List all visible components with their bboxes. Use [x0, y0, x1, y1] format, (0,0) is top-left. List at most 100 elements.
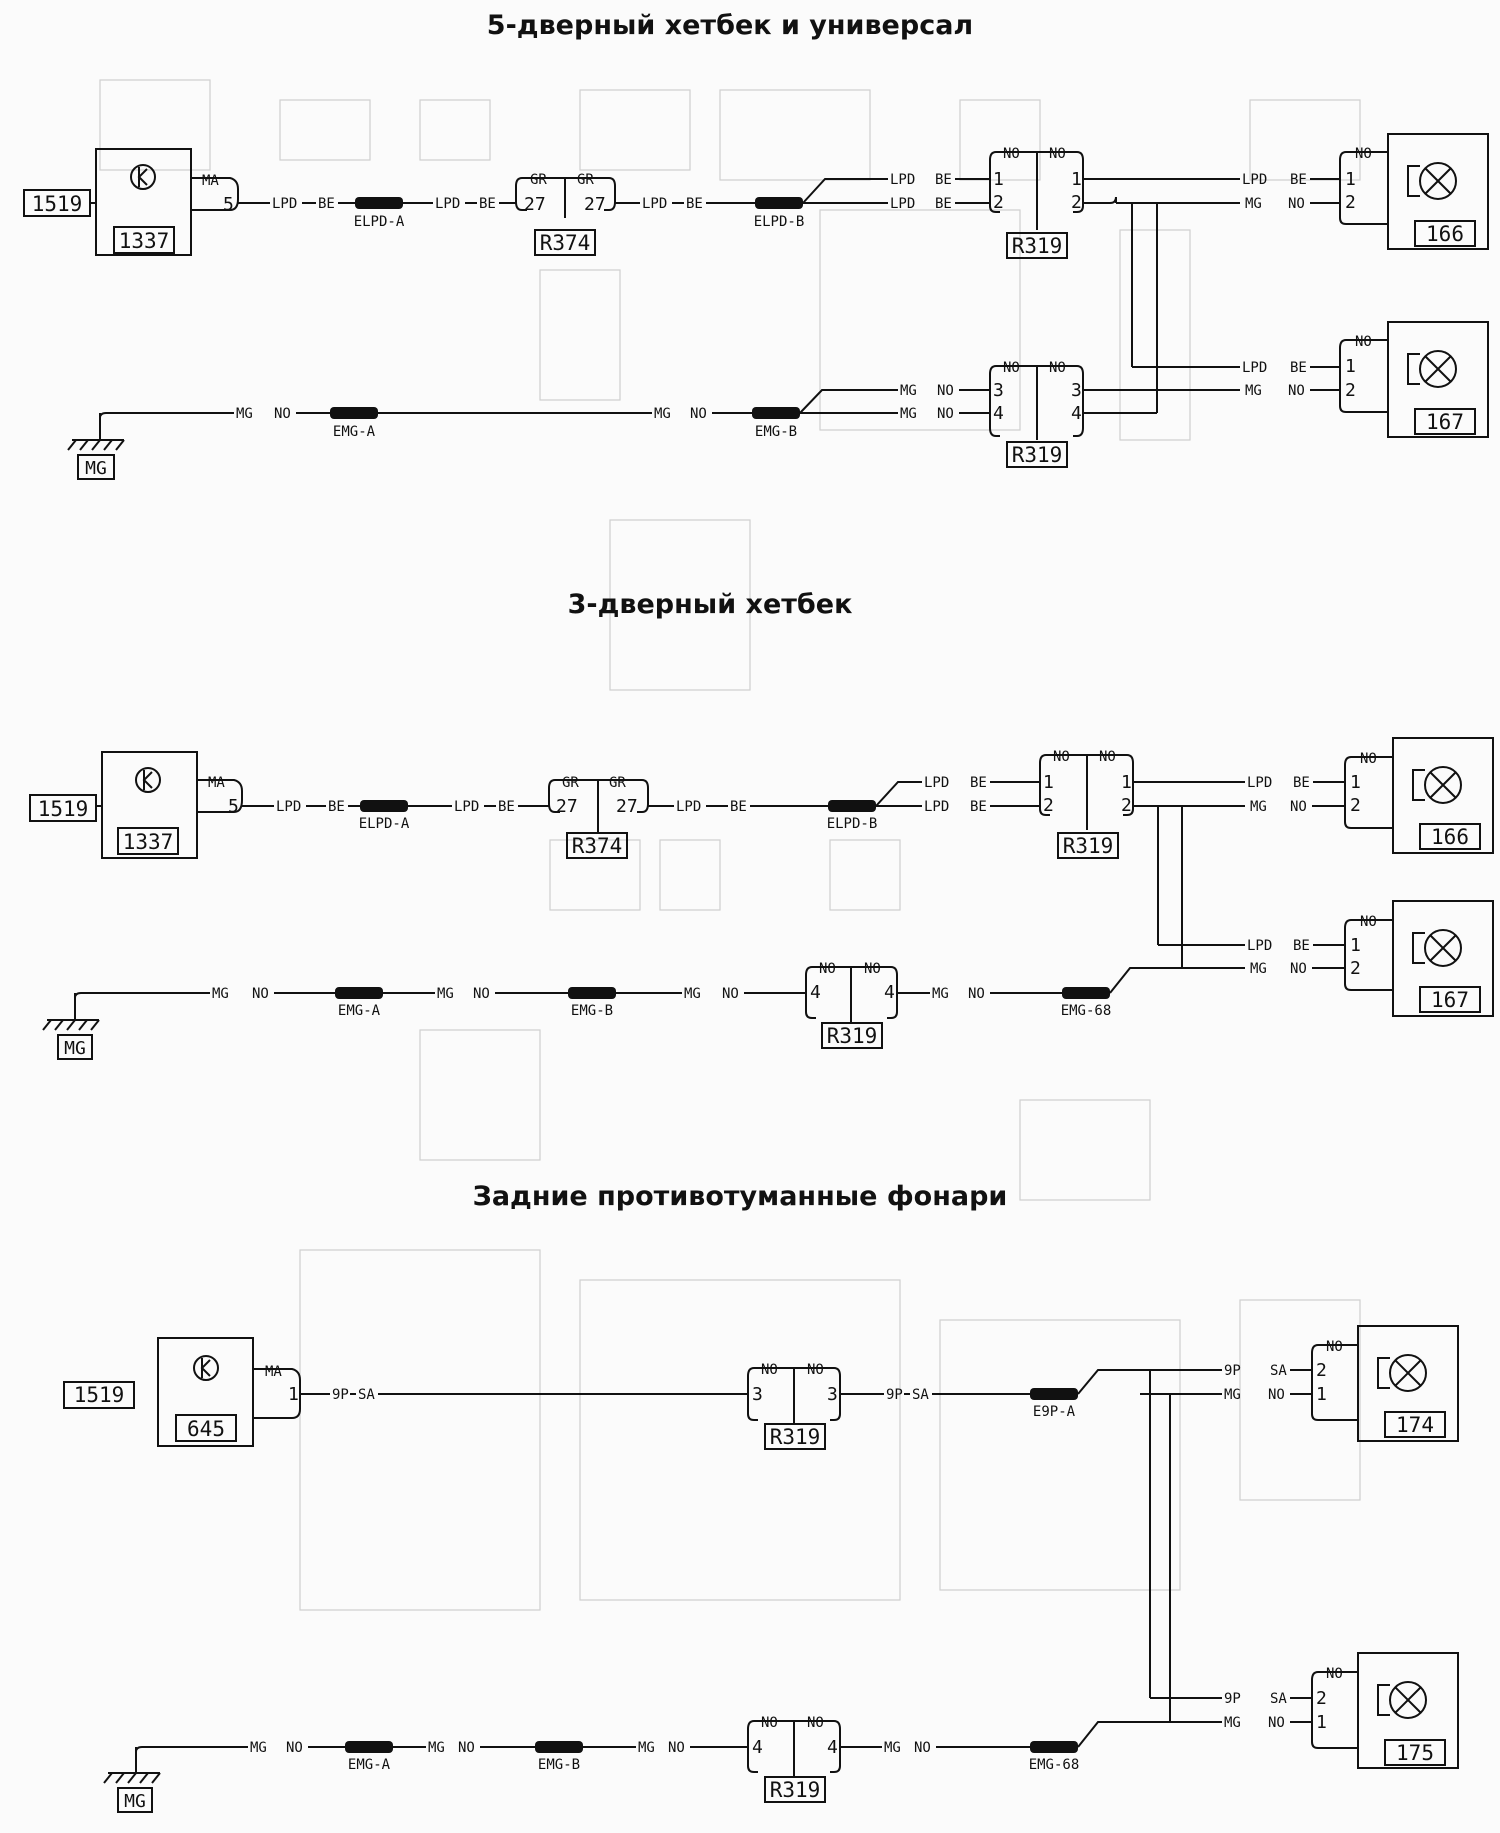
- connector-r319: NO NO 1 2 1 2 R319: [989, 146, 1084, 259]
- connector-r319: NO NO 4 4 R319: [747, 1715, 841, 1803]
- svg-text:NO: NO: [819, 961, 836, 977]
- svg-text:NO: NO: [1290, 961, 1307, 977]
- svg-text:NO: NO: [1290, 799, 1307, 815]
- lamp-174: NO 2 1 174: [1311, 1325, 1459, 1442]
- svg-text:NO: NO: [1326, 1339, 1343, 1355]
- svg-text:LPD: LPD: [642, 196, 667, 212]
- svg-text:4: 4: [993, 403, 1004, 424]
- rear-fog-switch: 1337: [101, 751, 198, 859]
- splice-emg-b: [568, 987, 616, 999]
- svg-text:1: 1: [1071, 169, 1082, 190]
- svg-text:NO: NO: [473, 986, 490, 1002]
- svg-text:NO: NO: [761, 1715, 778, 1731]
- svg-text:BE: BE: [479, 196, 496, 212]
- svg-text:GR: GR: [562, 775, 579, 791]
- svg-text:LPD: LPD: [272, 196, 297, 212]
- svg-text:MG: MG: [250, 1740, 267, 1756]
- svg-text:SA: SA: [912, 1387, 929, 1403]
- svg-text:GR: GR: [577, 172, 594, 188]
- svg-text:NO: NO: [937, 383, 954, 399]
- svg-text:NO: NO: [1049, 360, 1066, 376]
- svg-text:1337: 1337: [123, 830, 174, 854]
- svg-text:NO: NO: [1053, 749, 1070, 765]
- svg-text:GR: GR: [609, 775, 626, 791]
- svg-text:LPD: LPD: [454, 799, 479, 815]
- svg-text:174: 174: [1396, 1413, 1434, 1437]
- svg-text:3: 3: [1071, 380, 1082, 401]
- svg-text:1519: 1519: [74, 1383, 125, 1407]
- connector-r374: GR GR 27 27 R374: [548, 775, 649, 859]
- svg-text:EMG-A: EMG-A: [333, 424, 376, 440]
- svg-text:MG: MG: [1250, 961, 1267, 977]
- svg-text:1: 1: [1316, 1384, 1327, 1405]
- svg-text:BE: BE: [686, 196, 703, 212]
- lamp-166: NO 1 2 166: [1339, 133, 1489, 250]
- svg-text:1: 1: [993, 169, 1004, 190]
- svg-text:LPD: LPD: [924, 799, 949, 815]
- svg-text:NO: NO: [1288, 196, 1305, 212]
- svg-text:MG: MG: [64, 1038, 86, 1059]
- svg-text:EMG-B: EMG-B: [538, 1757, 580, 1773]
- svg-text:E9P-A: E9P-A: [1033, 1404, 1076, 1420]
- svg-text:MG: MG: [85, 458, 107, 479]
- splice-emg-a: [345, 1741, 393, 1753]
- ground-symbol: MG: [67, 413, 125, 480]
- svg-text:MG: MG: [124, 1791, 146, 1812]
- lamp-icon: [1389, 1681, 1427, 1719]
- lamp-166: NO 1 2 166: [1344, 737, 1494, 854]
- svg-text:167: 167: [1431, 988, 1469, 1012]
- svg-text:MG: MG: [437, 986, 454, 1002]
- splice-elpd-b: [755, 197, 803, 209]
- rear-fog-switch: 645: [157, 1337, 254, 1447]
- svg-text:27: 27: [616, 796, 638, 817]
- ground-symbol: MG: [42, 993, 100, 1060]
- svg-text:MG: MG: [900, 406, 917, 422]
- svg-text:NO: NO: [668, 1740, 685, 1756]
- svg-text:R319: R319: [827, 1024, 878, 1048]
- svg-text:NO: NO: [1268, 1715, 1285, 1731]
- svg-text:NO: NO: [1355, 334, 1372, 350]
- svg-text:LPD: LPD: [1242, 360, 1267, 376]
- svg-text:3: 3: [993, 380, 1004, 401]
- svg-text:9P: 9P: [886, 1387, 903, 1403]
- svg-text:2: 2: [1345, 192, 1356, 213]
- splice-elpd-b: [828, 800, 876, 812]
- svg-text:1: 1: [1121, 772, 1132, 793]
- svg-text:MG: MG: [1245, 383, 1262, 399]
- svg-text:R319: R319: [770, 1778, 821, 1802]
- lamp-167: NO 1 2 167: [1344, 900, 1494, 1017]
- splice-elpd-a: [360, 800, 408, 812]
- svg-text:BE: BE: [730, 799, 747, 815]
- svg-text:MA: MA: [208, 775, 225, 791]
- background-ghost: [99, 79, 1361, 1611]
- svg-text:5: 5: [223, 194, 234, 215]
- svg-text:MA: MA: [265, 1364, 282, 1380]
- lamp-icon: [1419, 350, 1457, 388]
- rear-fog-switch: 1337: [95, 148, 192, 256]
- svg-text:1: 1: [1350, 935, 1361, 956]
- svg-text:9P: 9P: [332, 1387, 349, 1403]
- svg-text:BE: BE: [328, 799, 345, 815]
- feed-terminal: 1519: [63, 1381, 135, 1409]
- svg-text:MG: MG: [638, 1740, 655, 1756]
- section-title: 3-дверный хетбек: [568, 589, 853, 620]
- svg-text:1519: 1519: [32, 192, 83, 216]
- svg-text:166: 166: [1431, 825, 1469, 849]
- svg-text:EMG-A: EMG-A: [348, 1757, 391, 1773]
- connector-r374: GR GR 27 27 R374: [515, 172, 616, 256]
- svg-text:1337: 1337: [119, 229, 170, 253]
- svg-text:R374: R374: [540, 231, 591, 255]
- svg-text:BE: BE: [1290, 172, 1307, 188]
- svg-text:EMG-B: EMG-B: [755, 424, 797, 440]
- svg-text:NO: NO: [1268, 1387, 1285, 1403]
- svg-text:NO: NO: [274, 406, 291, 422]
- svg-text:EMG-A: EMG-A: [338, 1003, 381, 1019]
- svg-text:BE: BE: [970, 775, 987, 791]
- svg-text:2: 2: [1316, 1360, 1327, 1381]
- svg-text:MG: MG: [900, 383, 917, 399]
- svg-text:LPD: LPD: [890, 196, 915, 212]
- svg-text:LPD: LPD: [1247, 938, 1272, 954]
- splice-emg-b: [752, 407, 800, 419]
- svg-text:NO: NO: [864, 961, 881, 977]
- svg-text:BE: BE: [935, 172, 952, 188]
